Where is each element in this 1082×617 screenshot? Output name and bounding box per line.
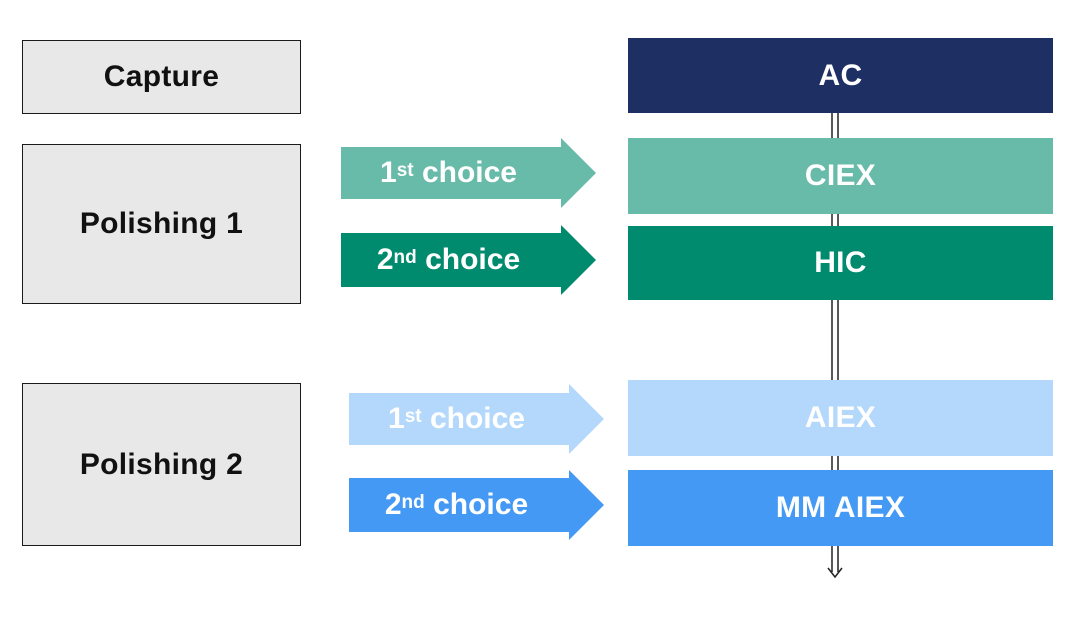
method-hic-label: HIC xyxy=(814,246,867,279)
method-hic: HIC xyxy=(628,226,1053,300)
method-ciex-label: CIEX xyxy=(804,159,877,192)
arrow-shape xyxy=(341,138,596,208)
arrow-shape xyxy=(349,470,604,540)
stage-polishing-2: Polishing 2 xyxy=(22,383,301,546)
stage-polishing-1-label: Polishing 1 xyxy=(79,207,244,240)
stage-capture-label: Capture xyxy=(103,60,220,93)
stage-polishing-1: Polishing 1 xyxy=(22,144,301,304)
arrow-shape xyxy=(341,225,596,295)
stage-polishing-2-label: Polishing 2 xyxy=(79,447,244,481)
method-aiex-label: AIEX xyxy=(804,401,877,434)
method-ciex: CIEX xyxy=(628,138,1053,214)
method-mm-aiex: MM AIEX xyxy=(628,470,1053,546)
method-aiex: AIEX xyxy=(628,380,1053,456)
method-mm-aiex-label: MM AIEX xyxy=(775,491,906,524)
method-ac: AC xyxy=(628,38,1053,113)
method-ac-label: AC xyxy=(818,58,863,92)
arrow-shape xyxy=(349,384,604,454)
stage-capture: Capture xyxy=(22,40,301,114)
